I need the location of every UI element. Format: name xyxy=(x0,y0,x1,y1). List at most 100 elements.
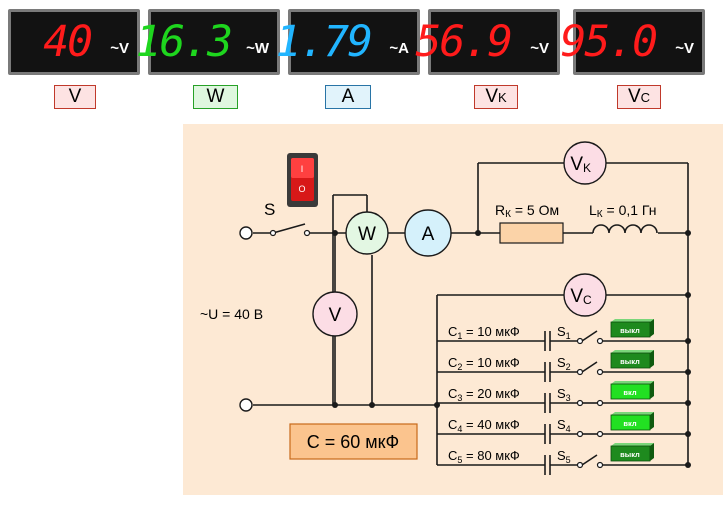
cap-value: = 10 мкФ xyxy=(462,324,520,339)
cap-index: 1 xyxy=(457,331,462,341)
switch-contact xyxy=(596,461,604,469)
toggle-button-label: вкл xyxy=(623,388,636,397)
switch-name: S xyxy=(557,386,566,401)
switch-index: 2 xyxy=(566,362,571,372)
switch-label-2: S2 xyxy=(557,355,571,372)
switch-name: S xyxy=(557,324,566,339)
resistor xyxy=(499,222,564,244)
switch-blade-open xyxy=(581,330,598,342)
cap-name: C xyxy=(448,324,457,339)
switch-label-3: S3 xyxy=(557,386,571,403)
switch-contact xyxy=(303,229,311,237)
label-text: V xyxy=(627,86,641,107)
label-subscript: C xyxy=(640,90,651,105)
toggle-button-label: выкл xyxy=(620,450,640,459)
meter-vc-label: VC xyxy=(617,85,661,109)
power-off-mark: O xyxy=(298,184,305,194)
total-capacitance-value: C = 60 мкФ xyxy=(307,432,399,452)
wattmeter xyxy=(345,211,389,255)
cap-index: 3 xyxy=(457,393,462,403)
cap-name: C xyxy=(448,355,457,370)
total-capacitance-box xyxy=(289,423,418,460)
switch-label-5: S5 xyxy=(557,448,571,465)
meter-power-unit: ~W xyxy=(246,40,269,57)
meter-power-label: W xyxy=(193,85,238,109)
meter-voltage-value: 40 xyxy=(43,17,93,67)
switch-name: S xyxy=(557,417,566,432)
resistor-label: RК = 5 Ом xyxy=(495,202,559,220)
capacitor-toggle-button-1[interactable]: выкл xyxy=(610,319,654,338)
toggle-button-label: выкл xyxy=(620,357,640,366)
toggle-button-label: вкл xyxy=(623,419,636,428)
junction-dot xyxy=(685,338,691,344)
switch-contact xyxy=(596,337,604,345)
cap-name: C xyxy=(448,417,457,432)
junction-dot xyxy=(685,431,691,437)
capacitor-label-1: C1 = 10 мкФ xyxy=(448,324,520,341)
meter-vk-unit: ~V xyxy=(530,40,549,57)
circuit-panel xyxy=(183,124,723,495)
meter-vc: 95.0 ~V xyxy=(560,9,705,75)
vc-label: V xyxy=(570,286,583,307)
switch-contact xyxy=(576,368,584,376)
ammeter xyxy=(404,209,452,257)
input-terminal-bottom xyxy=(239,398,253,412)
cap-name: C xyxy=(448,448,457,463)
junction-dot xyxy=(685,400,691,406)
cap-value: = 10 мкФ xyxy=(462,355,520,370)
meter-current: 1.79 ~A xyxy=(275,9,420,75)
junction-dots xyxy=(332,230,691,408)
capacitor-label-2: C2 = 10 мкФ xyxy=(448,355,520,372)
meter-vc-unit: ~V xyxy=(675,40,694,57)
switch-blade-open xyxy=(581,361,598,373)
vc-subscript: C xyxy=(583,293,592,307)
meter-vk: 56.9 ~V xyxy=(415,9,560,75)
cap-value: = 20 мкФ xyxy=(462,386,520,401)
switch-contact xyxy=(596,368,604,376)
label-text: V xyxy=(68,86,82,107)
junction-dot xyxy=(685,369,691,375)
power-rocker-switch[interactable]: I O xyxy=(287,153,318,207)
switch-index: 3 xyxy=(566,393,571,403)
switch-name: S xyxy=(557,355,566,370)
switch-label-1: S1 xyxy=(557,324,571,341)
label-subscript: K xyxy=(498,90,507,105)
input-terminal-top xyxy=(239,226,253,240)
switch-contact xyxy=(576,399,584,407)
capacitor-toggle-button-5[interactable]: выкл xyxy=(610,443,654,462)
meter-current-label: A xyxy=(325,85,371,109)
meter-power: 16.3 ~W xyxy=(135,9,280,75)
capacitor-row-4: C4 = 40 мкФ S4 вкл xyxy=(437,412,691,444)
switch-index: 1 xyxy=(566,331,571,341)
switch-index: 4 xyxy=(566,424,571,434)
ammeter-label: A xyxy=(422,224,435,245)
capacitor-label-3: C3 = 20 мкФ xyxy=(448,386,520,403)
switch-contact xyxy=(269,229,277,237)
cap-name: C xyxy=(448,386,457,401)
label-text: W xyxy=(206,86,225,107)
meter-current-value: 1.79 xyxy=(275,17,373,67)
meter-power-value: 16.3 xyxy=(135,17,233,67)
switch-contact xyxy=(596,430,604,438)
inductor-label: LК = 0,1 Гн xyxy=(589,202,656,220)
switch-name: S xyxy=(557,448,566,463)
cap-index: 5 xyxy=(457,455,462,465)
voltmeter xyxy=(312,291,358,337)
capacitor-toggle-button-3[interactable]: вкл xyxy=(610,381,654,400)
switch-label-4: S4 xyxy=(557,417,571,434)
cap-index: 2 xyxy=(457,362,462,372)
meter-voltage-unit: ~V xyxy=(110,40,129,57)
meter-vk-label: VK xyxy=(474,85,518,109)
junction-dot xyxy=(685,462,691,468)
capacitor-label-4: C4 = 40 мкФ xyxy=(448,417,520,434)
capacitor-toggle-button-4[interactable]: вкл xyxy=(610,412,654,431)
supply-voltage-label: ~U = 40 В xyxy=(200,306,263,322)
switch-contact xyxy=(576,461,584,469)
meter-voltage-label: V xyxy=(54,85,96,109)
capacitor-toggle-button-2[interactable]: выкл xyxy=(610,350,654,369)
